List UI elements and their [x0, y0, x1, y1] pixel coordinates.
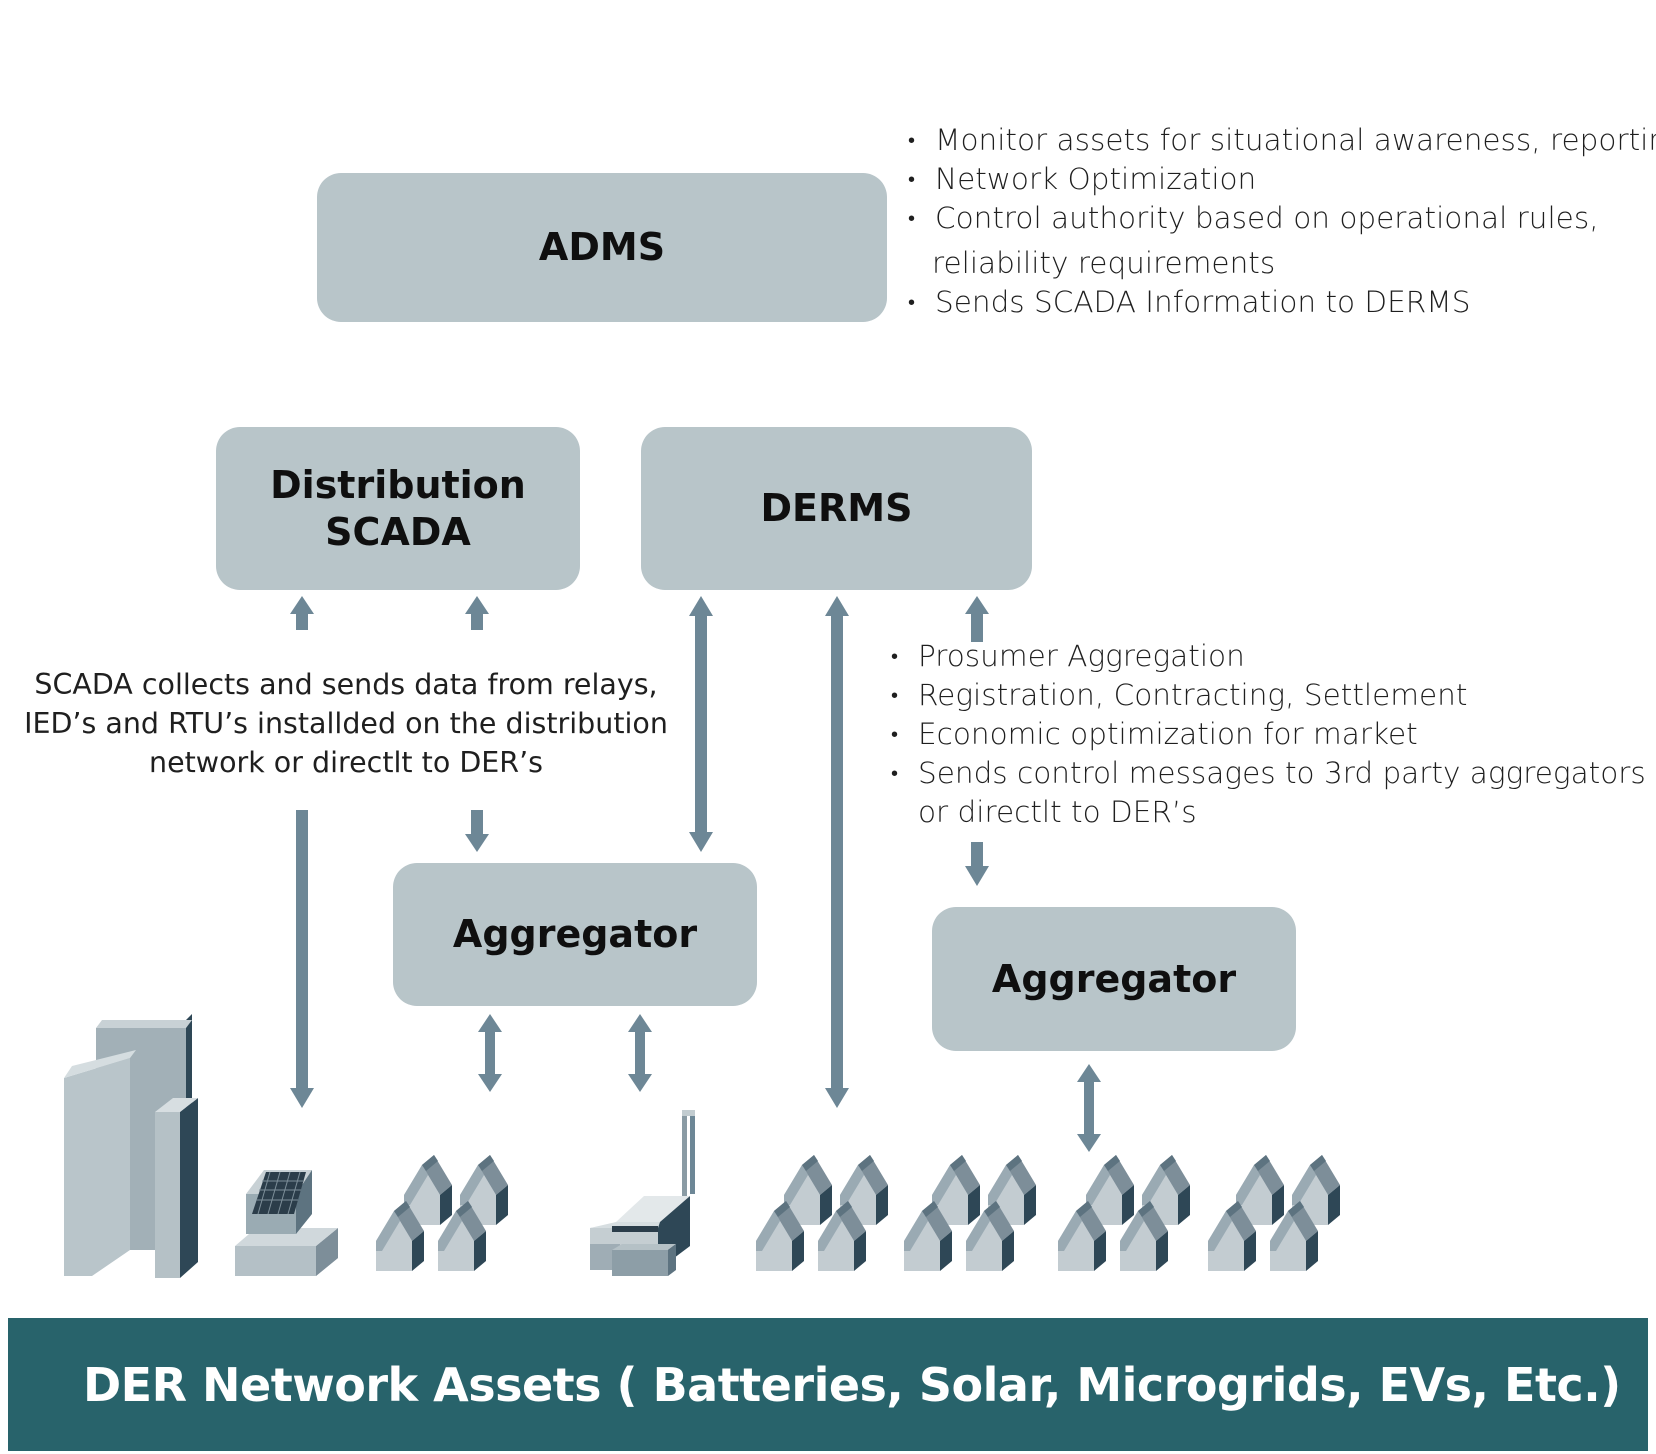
list-item: Control authority based on operational r…: [908, 199, 1656, 283]
der-assets-banner: DER Network Assets ( Batteries, Solar, M…: [8, 1318, 1648, 1451]
scada-up-arrow-left: [290, 596, 314, 630]
office-building-icon: [64, 1014, 198, 1278]
aggregator-factory-double-arrow: [628, 1014, 652, 1092]
distribution-scada-label-line1: Distribution: [270, 463, 526, 508]
aggregator-box-right: Aggregator: [932, 907, 1296, 1051]
scada-up-arrow-right: [465, 596, 489, 630]
derms-label: DERMS: [760, 486, 913, 531]
adms-responsibilities-list: Monitor assets for situational awareness…: [908, 121, 1656, 322]
derms-aggregator-double-arrow: [689, 596, 713, 852]
scada-description-line1: SCADA collects and sends data from relay…: [34, 668, 658, 701]
solar-panel-icon: [235, 1170, 338, 1276]
aggregator-right-houses-double-arrow: [1077, 1064, 1101, 1152]
aggregator-left-label: Aggregator: [452, 912, 698, 957]
scada-to-aggregator-arrow: [465, 810, 489, 852]
derms-houses-double-arrow: [825, 596, 849, 1108]
list-item: Monitor assets for situational awareness…: [908, 121, 1656, 160]
scada-description-line2: IED’s and RTU’s installded on the distri…: [24, 707, 668, 740]
distribution-scada-box: Distribution SCADA: [216, 427, 580, 590]
derms-responsibilities-list: Prosumer Aggregation Registration, Contr…: [891, 637, 1646, 832]
adms-box: ADMS: [317, 173, 887, 322]
houses-icon: [376, 1155, 508, 1271]
derms-box: DERMS: [641, 427, 1032, 590]
aggregator-box-left: Aggregator: [393, 863, 757, 1006]
banner-title: DER Network Assets ( Batteries, Solar, M…: [83, 1357, 1621, 1412]
aggregator-right-label: Aggregator: [991, 956, 1237, 1001]
aggregator-houses-double-arrow: [478, 1014, 502, 1092]
scada-description-line3: network or directlt to DER’s: [149, 746, 543, 779]
scada-description: SCADA collects and sends data from relay…: [20, 665, 672, 782]
list-item: Registration, Contracting, Settlement: [891, 676, 1646, 715]
list-item: Sends SCADA Information to DERMS: [908, 283, 1656, 322]
list-item: Sends control messages to 3rd party aggr…: [891, 754, 1646, 832]
list-item: Prosumer Aggregation: [891, 637, 1646, 676]
houses-icon: [1208, 1155, 1340, 1271]
adms-label: ADMS: [538, 225, 666, 270]
derms-to-aggregator-arrow: [965, 842, 989, 886]
derms-up-arrow-right: [965, 596, 989, 642]
list-item: Economic optimization for market: [891, 715, 1646, 754]
list-item: Network Optimization: [908, 160, 1656, 199]
factory-icon: [590, 1110, 695, 1276]
connection-arrows: [290, 596, 1101, 1152]
scada-to-solar-arrow: [290, 810, 314, 1108]
houses-icon: [756, 1155, 888, 1271]
houses-icon: [1058, 1155, 1190, 1271]
houses-icon: [904, 1155, 1036, 1271]
distribution-scada-label-line2: SCADA: [325, 509, 471, 554]
